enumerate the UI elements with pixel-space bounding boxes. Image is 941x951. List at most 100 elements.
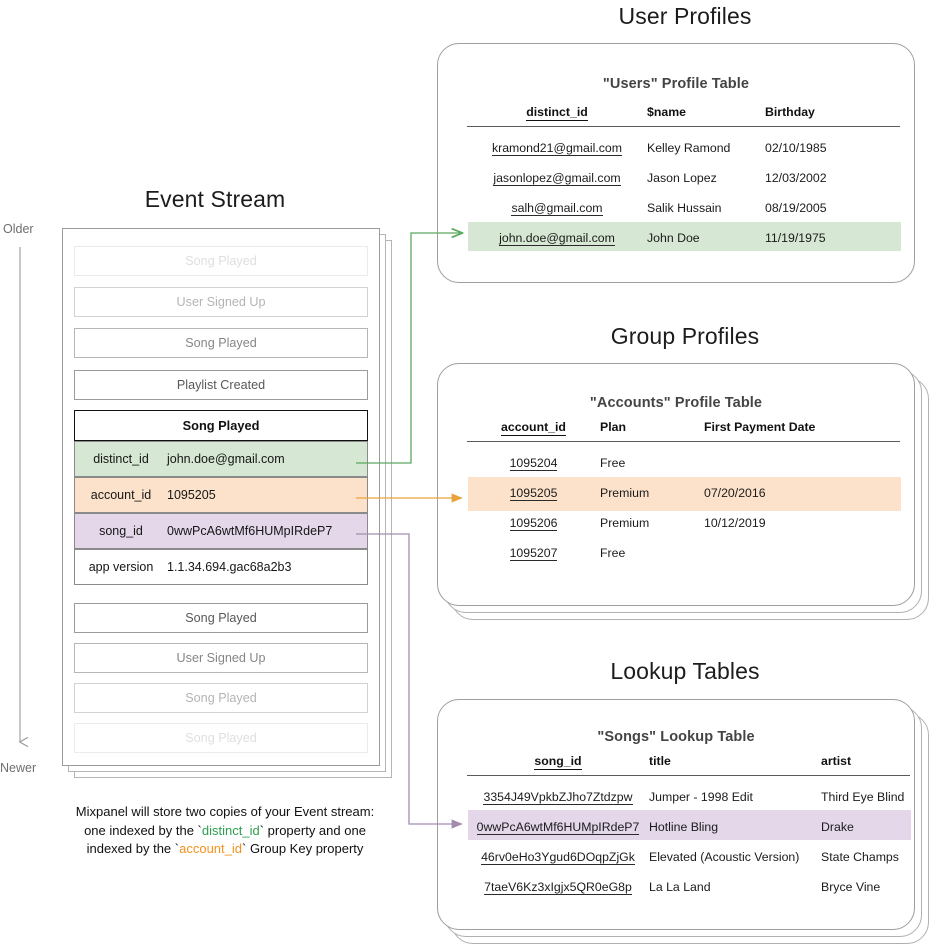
event-item[interactable]: Song Played: [74, 603, 368, 633]
property-value: john.doe@gmail.com: [167, 452, 285, 466]
cell-first-payment-date: 10/12/2019: [704, 516, 766, 530]
cell-song-id: 7taeV6Kz3xIgjx5QR0eG8p: [484, 880, 632, 895]
property-key: song_id: [99, 524, 143, 538]
accounts-profile-card: "Accounts" Profile Table account_id Plan…: [437, 363, 929, 620]
event-label: Playlist Created: [176, 378, 266, 392]
caption-line-3-a: indexed by the `: [86, 841, 180, 856]
event-label: Song Played: [185, 254, 257, 268]
event-label: Song Played: [185, 611, 257, 625]
songs-table-header-row: song_id title artist: [467, 754, 910, 776]
event-item[interactable]: User Signed Up: [74, 643, 368, 673]
selected-event-card[interactable]: Song Played distinct_id john.doe@gmail.c…: [74, 410, 368, 585]
event-item[interactable]: Song Played: [74, 328, 368, 358]
cell-title: La La Land: [649, 880, 711, 894]
event-property-song-id[interactable]: song_id 0wwPcA6wtMf6HUMpIRdeP7: [74, 513, 368, 549]
event-stream-title: Event Stream: [144, 186, 286, 212]
users-table: distinct_id $name Birthday kramond21@gma…: [467, 105, 900, 253]
cell-song-id: 0wwPcA6wtMf6HUMpIRdeP7: [476, 820, 640, 835]
table-row-highlighted[interactable]: 1095205 Premium 07/20/2016: [467, 478, 900, 508]
users-profile-card: "Users" Profile Table distinct_id $name …: [437, 43, 929, 283]
songs-col-header-artist: artist: [821, 754, 852, 768]
cell-birthday: 02/10/1985: [765, 141, 827, 155]
event-item[interactable]: Song Played: [74, 683, 368, 713]
group-profiles-title: Group Profiles: [610, 323, 760, 349]
event-property-distinct-id[interactable]: distinct_id john.doe@gmail.com: [74, 441, 368, 477]
table-row[interactable]: 46rv0eHo3Ygud6DOqpZjGk Elevated (Acousti…: [467, 842, 910, 872]
cell-artist: State Champs: [821, 850, 899, 864]
cell-plan: Free: [600, 456, 626, 470]
users-col-header-birthday: Birthday: [765, 105, 815, 119]
property-key: distinct_id: [93, 452, 149, 466]
table-row-highlighted[interactable]: john.doe@gmail.com John Doe 11/19/1975: [467, 223, 900, 253]
event-item[interactable]: Song Played: [74, 723, 368, 753]
songs-lookup-card: "Songs" Lookup Table song_id title artis…: [437, 699, 929, 944]
cell-account-id: 1095204: [509, 456, 558, 471]
event-property-account-id[interactable]: account_id 1095205: [74, 477, 368, 513]
cell-distinct-id: jasonlopez@gmail.com: [493, 171, 621, 186]
axis-label-newer: Newer: [0, 761, 37, 775]
event-item[interactable]: User Signed Up: [74, 287, 368, 317]
caption-distinct-id-key: distinct_id: [201, 822, 260, 838]
property-value: 1.1.34.694.gac68a2b3: [167, 560, 292, 574]
table-row[interactable]: 1095204 Free: [467, 442, 900, 479]
cell-artist: Bryce Vine: [821, 880, 881, 894]
users-col-header-distinct-id: distinct_id: [526, 105, 588, 121]
property-value: 1095205: [167, 488, 216, 502]
cell-first-payment-date: [704, 538, 900, 568]
cell-name: John Doe: [647, 231, 700, 245]
cell-distinct-id: john.doe@gmail.com: [499, 231, 615, 246]
diagram-caption: Mixpanel will store two copies of your E…: [40, 803, 410, 859]
cell-song-id: 3354J49VpkbZJho7Ztdzpw: [483, 790, 633, 805]
cell-birthday: 08/19/2005: [765, 201, 827, 215]
cell-name: Jason Lopez: [647, 171, 717, 185]
songs-table: song_id title artist 3354J49VpkbZJho7Ztd…: [467, 754, 910, 902]
caption-line-2-b: ` property and one: [259, 822, 366, 838]
accounts-table-title: "Accounts" Profile Table: [589, 395, 763, 411]
table-row[interactable]: salh@gmail.com Salik Hussain 08/19/2005: [467, 193, 900, 223]
event-stream-panel: Song Played User Signed Up Song Played P…: [62, 228, 392, 778]
property-value: 0wwPcA6wtMf6HUMpIRdeP7: [167, 524, 333, 538]
event-property-app-version[interactable]: app version 1.1.34.694.gac68a2b3: [74, 549, 368, 585]
cell-song-id: 46rv0eHo3Ygud6DOqpZjGk: [481, 850, 635, 865]
event-item[interactable]: Playlist Created: [74, 370, 368, 400]
caption-account-id-key: account_id: [179, 841, 242, 856]
cell-plan: Free: [600, 546, 626, 560]
table-row-highlighted[interactable]: 0wwPcA6wtMf6HUMpIRdeP7 Hotline Bling Dra…: [467, 812, 910, 842]
table-row[interactable]: 1095206 Premium 10/12/2019: [467, 508, 900, 538]
table-row[interactable]: 3354J49VpkbZJho7Ztdzpw Jumper - 1998 Edi…: [467, 776, 910, 813]
caption-line-3-b: ` Group Key property: [242, 841, 364, 856]
cell-distinct-id: salh@gmail.com: [511, 201, 603, 216]
accounts-row-highlight-band: [468, 477, 901, 511]
cell-name: Kelley Ramond: [647, 141, 731, 155]
cell-title: Hotline Bling: [649, 820, 719, 834]
accounts-table-header-row: account_id Plan First Payment Date: [467, 420, 900, 442]
table-row[interactable]: kramond21@gmail.com Kelley Ramond 02/10/…: [467, 127, 900, 164]
table-row[interactable]: jasonlopez@gmail.com Jason Lopez 12/03/2…: [467, 163, 900, 193]
user-profiles-title: User Profiles: [618, 3, 752, 29]
cell-account-id: 1095205: [509, 486, 558, 501]
cell-first-payment-date: [704, 442, 900, 479]
caption-line-2-a: one indexed by the `: [84, 822, 202, 838]
accounts-col-header-first-payment-date: First Payment Date: [704, 420, 816, 434]
users-col-header-name: $name: [647, 105, 686, 119]
cell-artist: Third Eye Blind: [821, 790, 905, 804]
table-row[interactable]: 1095207 Free: [467, 538, 900, 568]
cell-title: Jumper - 1998 Edit: [649, 790, 753, 804]
cell-birthday: 12/03/2002: [765, 171, 827, 185]
event-label: Song Played: [185, 691, 257, 705]
property-key: account_id: [90, 488, 152, 502]
selected-event-name: Song Played: [182, 418, 260, 433]
lookup-tables-title: Lookup Tables: [610, 658, 760, 684]
cell-birthday: 11/19/1975: [765, 231, 826, 245]
songs-table-title: "Songs" Lookup Table: [597, 729, 755, 745]
table-row[interactable]: 7taeV6Kz3xIgjx5QR0eG8p La La Land Bryce …: [467, 872, 910, 902]
event-item[interactable]: Song Played: [74, 246, 368, 276]
users-card-front: [437, 43, 915, 283]
users-table-title: "Users" Profile Table: [602, 76, 750, 92]
accounts-col-header-plan: Plan: [600, 420, 626, 434]
songs-row-highlight-band: [468, 810, 911, 840]
cell-account-id: 1095206: [509, 516, 558, 531]
cell-plan: Premium: [600, 486, 650, 500]
event-label: User Signed Up: [176, 295, 266, 309]
